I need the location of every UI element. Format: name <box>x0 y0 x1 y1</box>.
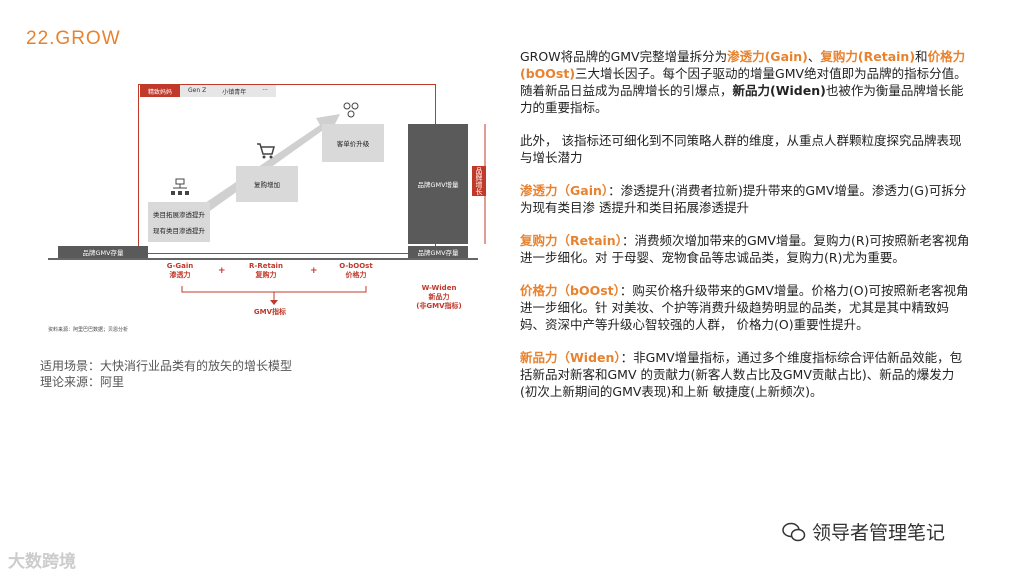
baseline <box>48 258 478 260</box>
base-gmv-right: 品牌GMV存量 <box>408 246 468 258</box>
wechat-watermark: 领导者管理笔记 <box>782 518 945 545</box>
gain-box: 类目拓展渗透提升 现有类目渗透提升 <box>148 202 210 242</box>
plus-sign-2: + <box>310 266 318 276</box>
gmv-indicator-label: GMV指标 <box>253 308 287 316</box>
scenario-block: 适用场景：大快消行业品类有的放矢的增长模型 理论来源：阿里 <box>40 358 292 390</box>
paragraph-retain: 复购力（Retain）：消费频次增加带来的GMV增量。复购力(R)可按照新老客视… <box>520 233 970 265</box>
paragraph-widen: 新品力（Widen）：非GMV增量指标，通过多个维度指标综合评估新品效能，包括新… <box>520 350 963 399</box>
plus-sign-1: + <box>218 266 226 276</box>
network-icon <box>171 178 189 195</box>
theory-source-line: 理论来源：阿里 <box>40 375 125 389</box>
brand-gmv-growth-bar: 品牌GMV增量 <box>408 124 468 244</box>
wechat-account-name: 领导者管理笔记 <box>812 522 946 544</box>
repurchase-box: 复购增加 <box>236 166 298 202</box>
description-text: GROW将品牌的GMV完整增量拆分为渗透力(Gain)、复购力(Retain)和… <box>520 48 970 416</box>
source-note: 资料来源：阿里巴巴数据；贝恩分析 <box>48 327 129 333</box>
factor-retain: R-Retain 复购力 <box>249 262 283 279</box>
tab-segment-2: Gen Z <box>180 85 215 97</box>
gmv-bracket <box>181 286 367 305</box>
tab-segment-1: 精致妈妈 <box>140 85 181 97</box>
category-expansion-label: 类目拓展渗透提升 <box>153 211 205 219</box>
price-upgrade-box: 客单价升级 <box>322 124 384 162</box>
page-title: 22.GROW <box>26 28 121 49</box>
factor-widen: W-Widen 新品力 (非GMV指标) <box>416 284 462 310</box>
coins-icon <box>343 102 359 118</box>
paragraph-overview: GROW将品牌的GMV完整增量拆分为渗透力(Gain)、复购力(Retain)和… <box>520 49 967 115</box>
grow-diagram: 精致妈妈 Gen Z 小镇青年 ··· 类目拓展渗透提升 现有类目渗透提升 复购… <box>40 70 500 340</box>
tab-segment-more: ··· <box>254 85 276 97</box>
factor-gain: G-Gain 渗透力 <box>166 262 194 279</box>
paragraph-boost: 价格力（bOOst）：购买价格升级带来的GMV增量。价格力(O)可按照新老客视角… <box>520 283 969 332</box>
segment-tabs: 精致妈妈 Gen Z 小镇青年 ··· <box>140 85 276 97</box>
tab-segment-3: 小镇青年 <box>214 85 255 97</box>
base-gmv-left: 品牌GMV存量 <box>58 246 148 258</box>
cart-icon <box>257 143 275 159</box>
paragraph-segmentation: 此外， 该指标还可细化到不同策略人群的维度，从重点人群颗粒度探究品牌表现与增长潜… <box>520 133 962 165</box>
wechat-icon <box>782 522 806 541</box>
brand-growth-label: 品牌增长 <box>472 166 486 196</box>
existing-category-label: 现有类目渗透提升 <box>153 227 205 235</box>
paragraph-gain: 渗透力（Gain）：渗透提升(消费者拉新)提升带来的GMV增量。渗透力(G)可拆… <box>520 183 967 215</box>
brand-watermark: 大数跨境 <box>8 552 76 572</box>
factor-boost: O-bOOst 价格力 <box>339 262 373 279</box>
scenario-line: 适用场景：大快消行业品类有的放矢的增长模型 <box>40 359 293 373</box>
